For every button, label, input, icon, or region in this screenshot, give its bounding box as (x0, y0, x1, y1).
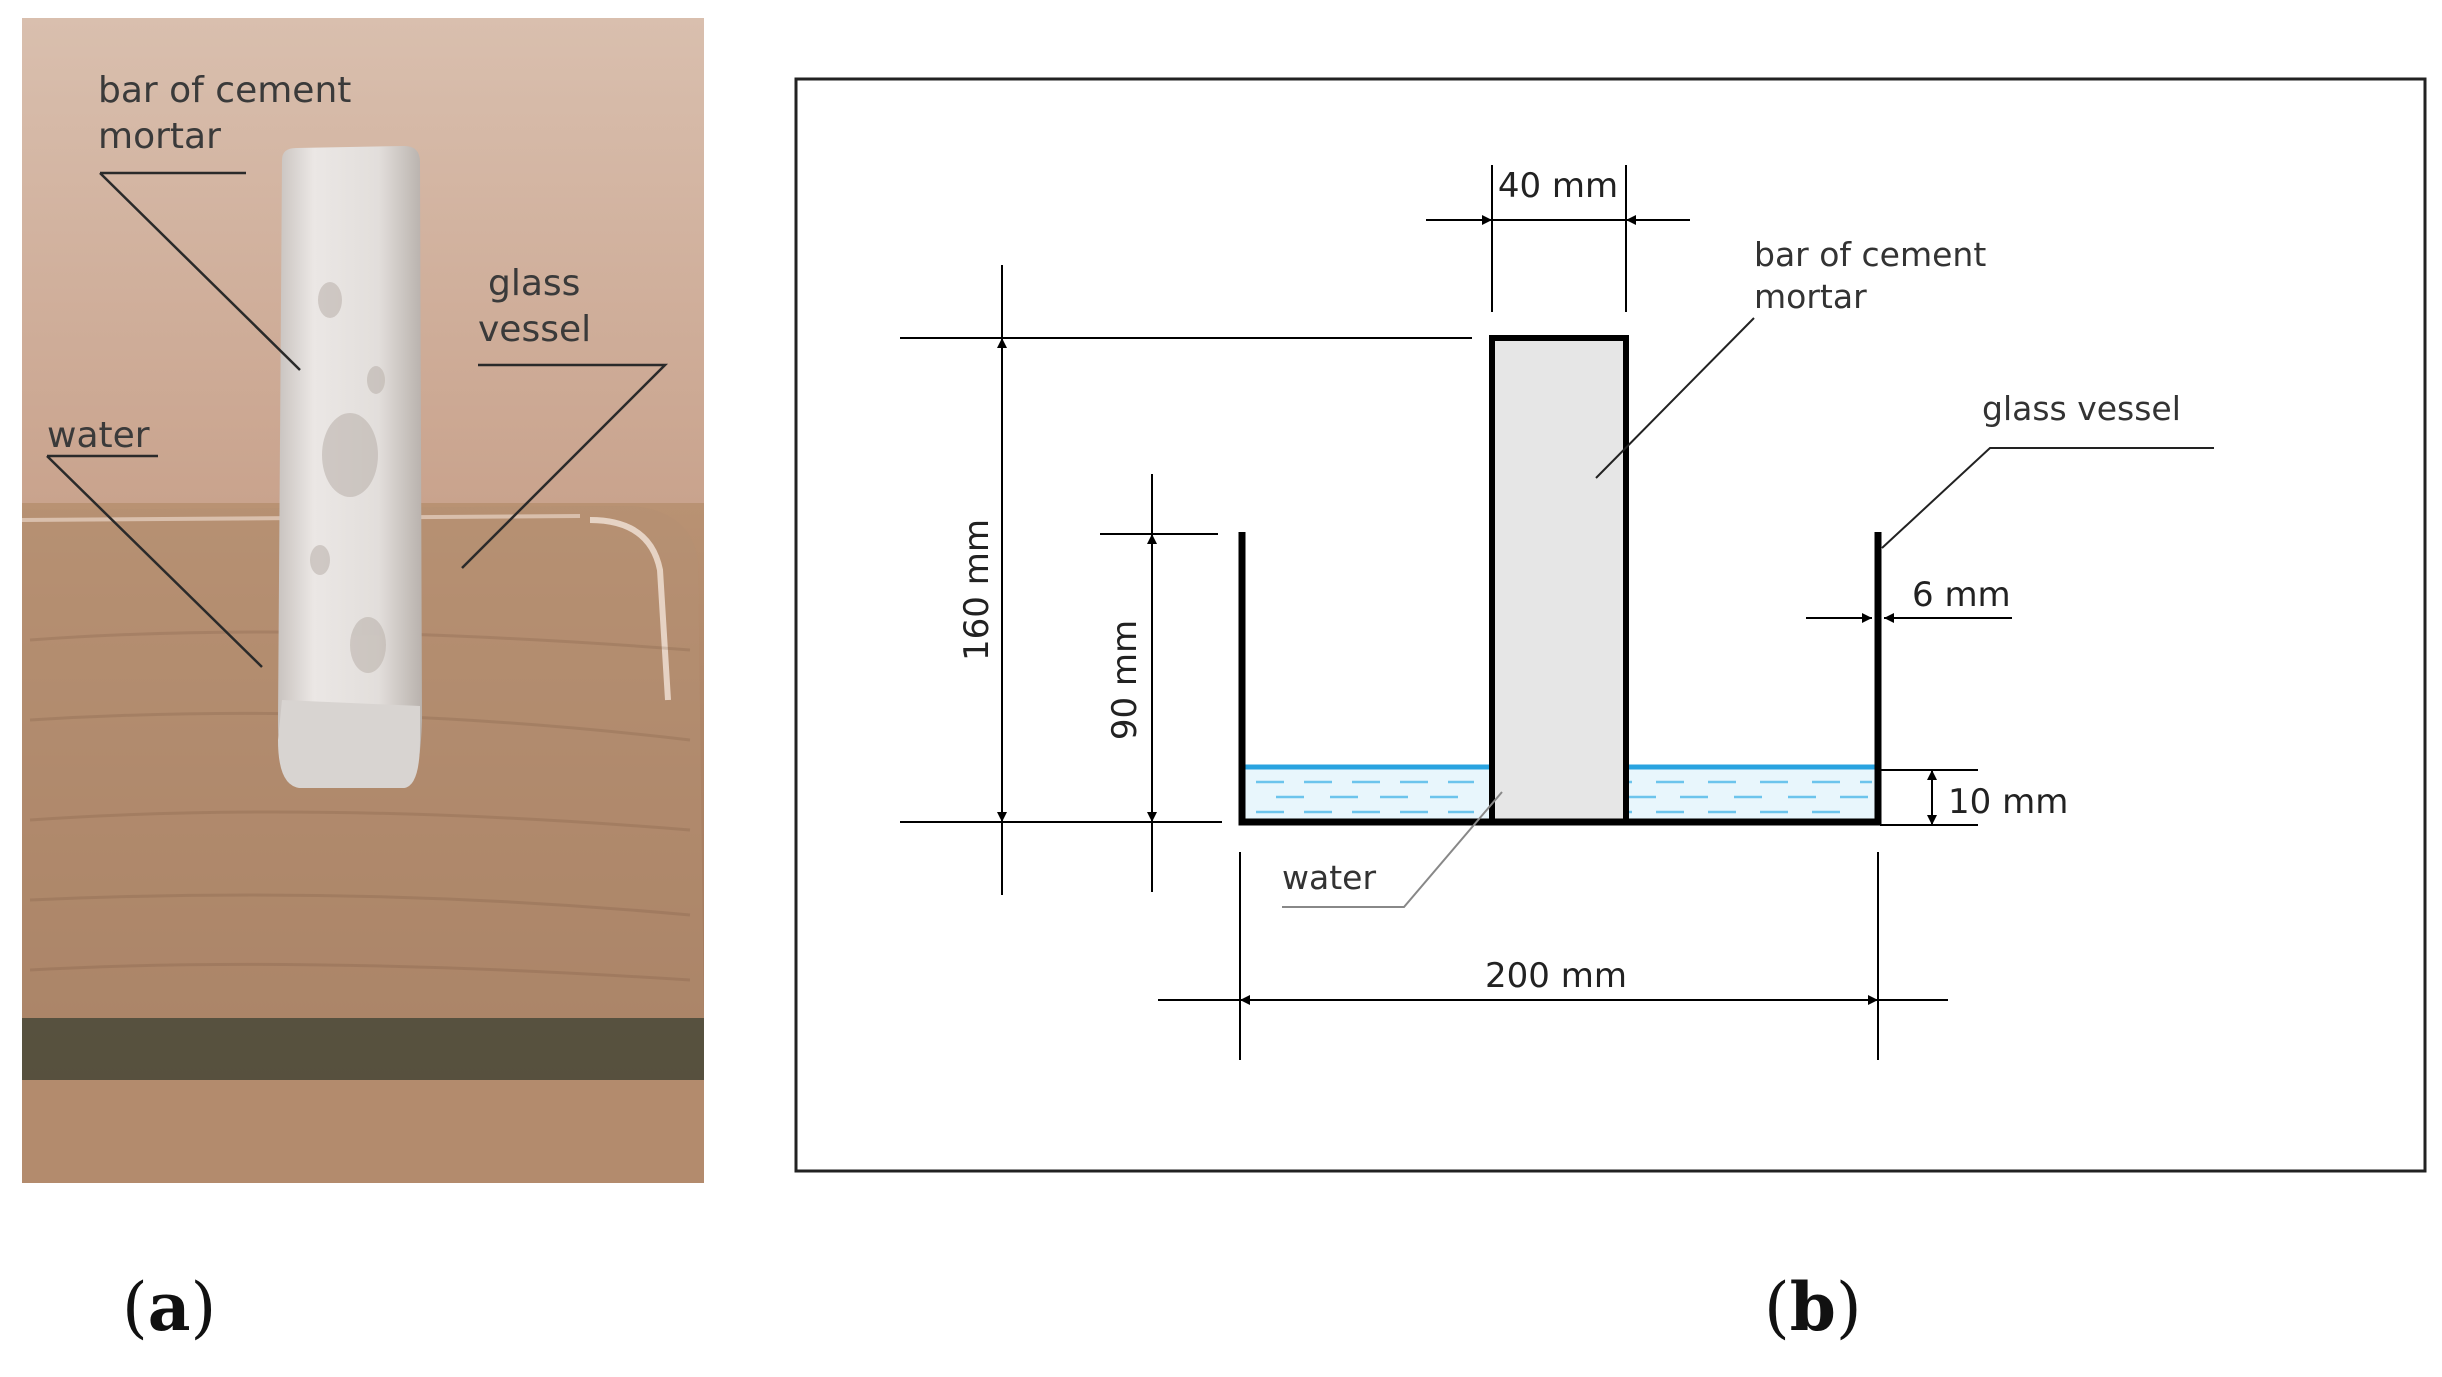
photo-label-bar-line1: bar of cement (98, 70, 351, 111)
dim-label-water-depth: 10 mm (1948, 782, 2068, 822)
dim-label-wall-thickness: 6 mm (1912, 575, 2011, 615)
dim-label-bar-width: 40 mm (1498, 166, 1618, 206)
schematic-leader-water (1282, 791, 1503, 908)
glass-vessel-bottom-band (22, 1018, 704, 1080)
photo-leader-glass (461, 363, 669, 569)
photo-label-bar-line2: mortar (98, 116, 221, 157)
panel-caption-b-letter: b (1790, 1268, 1836, 1346)
panel-caption-a: (a) (122, 1268, 216, 1346)
cement-mortar-bar (1489, 335, 1629, 825)
dim-label-vessel-height: 90 mm (1105, 620, 1145, 740)
glass-vessel (1238, 532, 1882, 826)
schematic-panel: 40 mm 160 mm 90 mm 6 mm 10 mm 200 mm (794, 77, 2427, 1173)
schematic-label-glass: glass vessel (1982, 389, 2181, 428)
photo-label-glass-line2: vessel (478, 309, 591, 350)
schematic-label-water: water (1282, 858, 1376, 897)
panel-caption-b: (b) (1764, 1268, 1862, 1346)
dim-label-vessel-width: 200 mm (1485, 956, 1627, 996)
schematic-leader-bar (1595, 317, 1755, 479)
photo-label-glass-line1: glass (488, 263, 580, 304)
photo-leader-water (46, 454, 263, 668)
schematic-leader-glass (1881, 447, 2214, 549)
glass-vessel-edge-highlight (589, 517, 671, 701)
photo-panel: bar of cement mortar glass vessel water (21, 18, 704, 1183)
dim-label-bar-height: 160 mm (957, 519, 997, 661)
schematic-label-bar-line1: bar of cement (1754, 235, 1986, 274)
panel-caption-a-letter: a (148, 1268, 191, 1346)
photo-label-water: water (47, 415, 150, 456)
schematic-label-bar-line2: mortar (1754, 277, 1867, 316)
photo-leader-bar (99, 171, 301, 371)
